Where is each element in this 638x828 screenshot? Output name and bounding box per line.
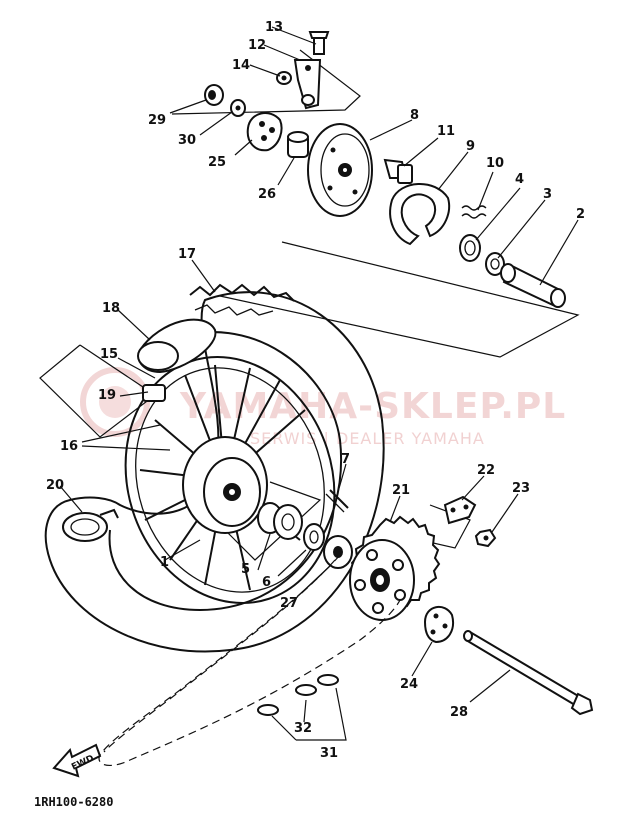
bearing-right [459,234,481,262]
leader-lines [59,26,579,741]
callout-17: 17 [178,247,196,262]
callout-10: 10 [486,156,504,171]
callout-20: 20 [46,478,64,493]
callout-3: 3 [543,187,552,202]
callout-1: 1 [160,555,169,570]
callout-27: 27 [280,596,298,611]
camshaft-lever-group [276,31,330,110]
callout-28: 28 [450,705,468,720]
bearing-left [257,502,303,540]
axle-collar [500,263,566,308]
chain-puller-right [423,606,454,644]
camshaft [383,158,413,184]
collar [287,131,309,158]
callout-11: 11 [437,124,455,139]
callout-15: 15 [100,347,118,362]
lock-washer [443,495,477,525]
rim-lock [142,384,166,402]
callout-25: 25 [208,155,226,170]
hub-axle-hole [227,487,237,497]
callout-13: 13 [265,20,283,35]
callout-32: 32 [294,721,312,736]
callout-29: 29 [148,113,166,128]
brake-shoe-plate [307,123,373,217]
callout-26: 26 [258,187,276,202]
callout-4: 4 [515,172,524,187]
assembly-guide-lines [39,49,580,561]
guide-top [171,49,361,115]
callout-2: 2 [576,207,585,222]
callout-23: 23 [512,481,530,496]
guide-rim [39,344,157,438]
callout-7: 7 [341,452,350,467]
fwd-arrow-icon: FWD [52,743,102,778]
callout-19: 19 [98,388,116,403]
rim-inner [135,367,325,593]
callout-labels: 1 2 3 4 5 6 7 8 9 10 11 12 13 14 15 16 1… [46,20,585,761]
sprocket [349,515,441,621]
callout-18: 18 [102,301,120,316]
drawing-code: 1RH100-6280 [34,795,113,809]
tube [137,318,217,374]
axle-nut [204,84,224,106]
brake-shoe [389,183,450,246]
watermark: YAMAHA-SKLEP.PL SERWIS | DEALER YAMAHA [80,367,566,448]
oil-seal-left [303,523,325,551]
callout-5: 5 [241,562,250,577]
callout-9: 9 [466,139,475,154]
sprocket-nut [474,528,497,548]
callout-30: 30 [178,133,196,148]
stud-bolt [325,489,349,513]
sprocket-holder [323,535,353,569]
drive-chain [98,554,401,767]
watermark-main-text: YAMAHA-SKLEP.PL [179,386,566,427]
callout-31: 31 [320,746,338,761]
washer [230,99,246,117]
callout-21: 21 [392,483,410,498]
rear-wheel-assembly [44,283,385,653]
valve-cap [62,508,119,542]
callout-6: 6 [262,575,271,590]
guide-tire [219,241,580,358]
oil-seal-right [485,252,505,276]
callout-22: 22 [477,463,495,478]
callout-24: 24 [400,677,418,692]
callout-16: 16 [60,439,78,454]
callout-8: 8 [410,108,419,123]
chain-puller-left [246,112,283,152]
tire-tread [189,283,295,302]
callout-12: 12 [248,38,266,53]
wheel-axle [463,630,594,716]
callout-14: 14 [232,58,250,73]
chain-joint-links [257,674,339,716]
spring [461,205,487,219]
watermark-logo-inner [99,386,131,418]
watermark-sub-text: SERWIS | DEALER YAMAHA [250,429,485,448]
